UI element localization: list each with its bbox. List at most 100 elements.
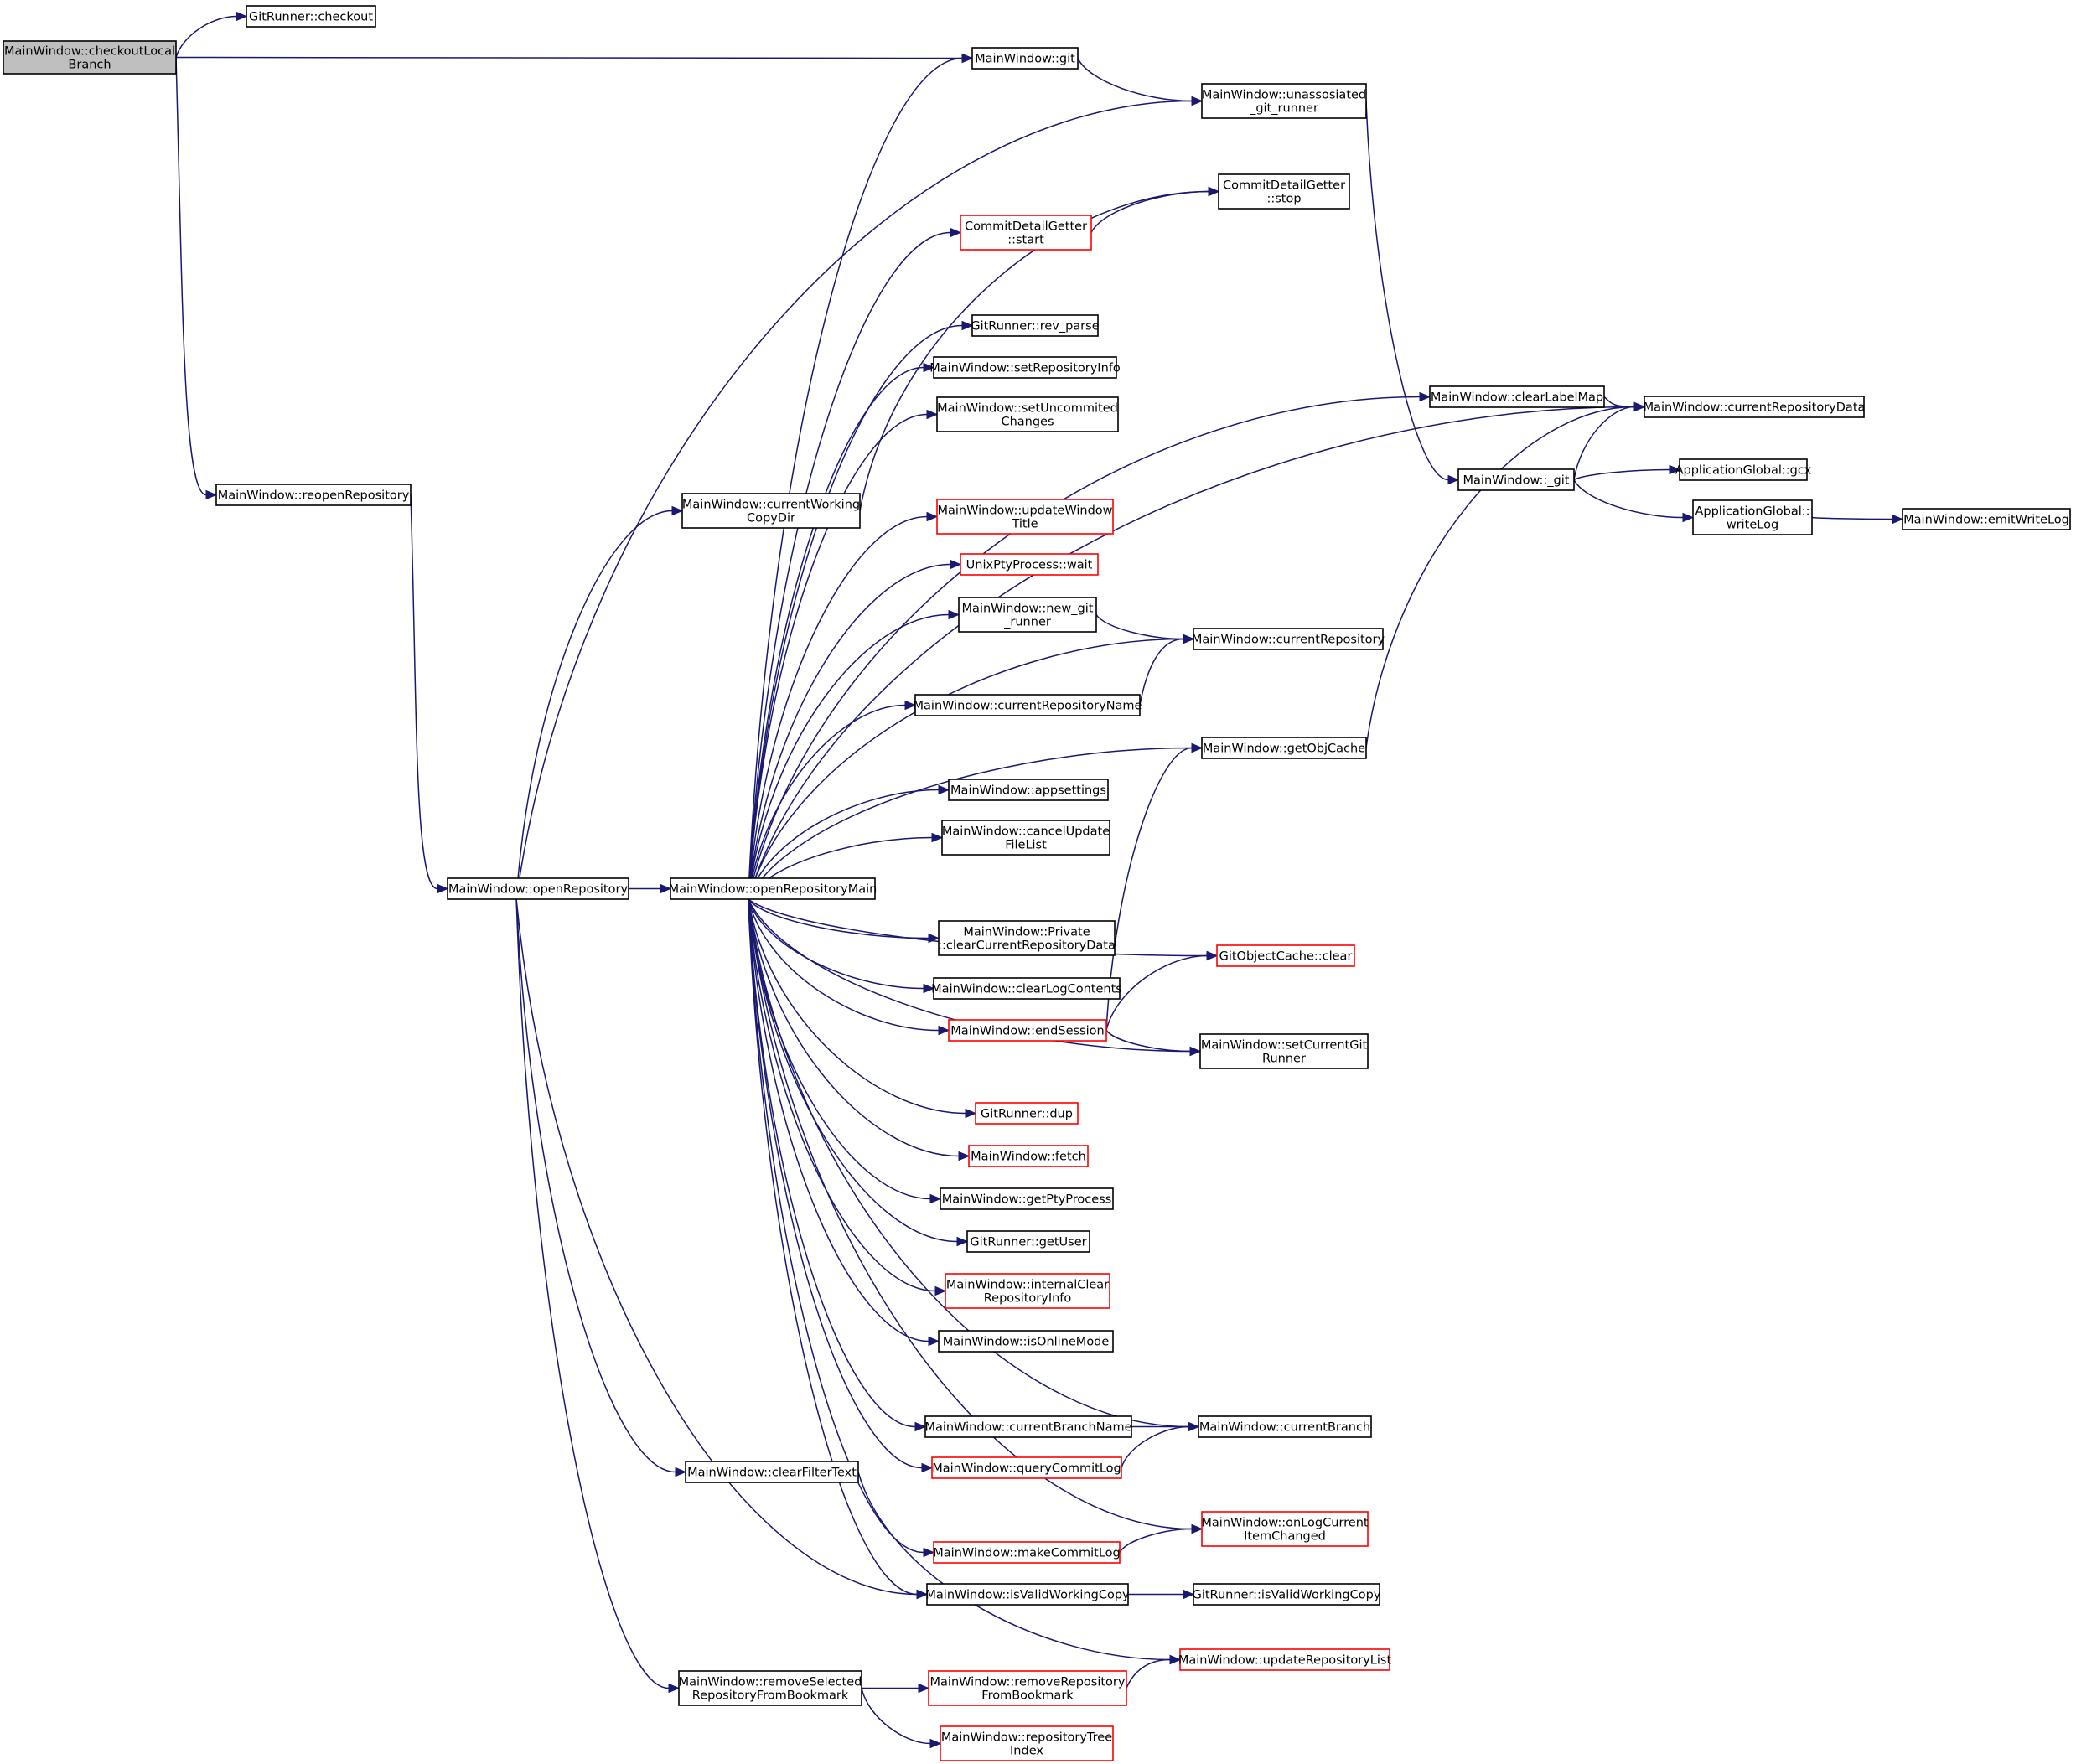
node-label: MainWindow::endSession [950, 1025, 1104, 1038]
node-box [924, 1415, 1132, 1438]
node-box [958, 597, 1097, 633]
node-cdg_start[interactable]: CommitDetailGetter::start [960, 215, 1092, 251]
node-new_git_runner[interactable]: MainWindow::new_git_runner [958, 597, 1097, 633]
node-box [933, 1541, 1121, 1564]
node-isValidWorkingCopy[interactable]: MainWindow::isValidWorkingCopy [925, 1583, 1130, 1606]
node-getPtyProcess[interactable]: MainWindow::getPtyProcess [940, 1187, 1114, 1210]
node-unix_wait[interactable]: UnixPtyProcess::wait [960, 553, 1099, 576]
node-queryCommitLog[interactable]: MainWindow::queryCommitLog [931, 1456, 1122, 1479]
node-label: MainWindow::emitWriteLog [1903, 514, 2069, 527]
node-label: UnixPtyProcess::wait [966, 559, 1093, 572]
node-box [971, 314, 1099, 337]
node-label: MainWindow::appsettings [950, 784, 1106, 798]
node-rev_parse[interactable]: GitRunner::rev_parse [971, 314, 1100, 337]
node-unassosiated[interactable]: MainWindow::unassosiated_git_runner [1201, 83, 1367, 119]
node-box [931, 1456, 1122, 1479]
node-currentRepositoryData[interactable]: MainWindow::currentRepositoryData [1644, 396, 1866, 418]
node-privateClear[interactable]: MainWindow::Private::clearCurrentReposit… [938, 920, 1116, 956]
node-label: MainWindow::queryCommitLog [932, 1462, 1121, 1476]
node-box [1201, 737, 1367, 759]
node-label: ::clearCurrentRepositoryData [938, 939, 1116, 953]
node-gr_isValidWorkingCopy[interactable]: GitRunner::isValidWorkingCopy [1193, 1583, 1381, 1606]
node-label: MainWindow::currentRepositoryData [1644, 401, 1866, 415]
node-dup[interactable]: GitRunner::dup [975, 1102, 1079, 1125]
node-clearLabelMap[interactable]: MainWindow::clearLabelMap [1429, 385, 1605, 408]
edge-reopenRepository-to-openRepository [410, 494, 449, 894]
edge-openRepositoryMain-to-internalClear [747, 898, 947, 1296]
edge-currentRepositoryName-to-currentRepository [1139, 634, 1195, 706]
node-box [968, 1145, 1089, 1167]
node-label: MainWindow::currentBranchName [925, 1421, 1132, 1435]
edge-removeSelected-to-repositoryTreeIndex [861, 1688, 942, 1749]
node-box [1218, 173, 1350, 210]
node-gcx[interactable]: ApplicationGlobal::gcx [1675, 458, 1812, 481]
node-label: CommitDetailGetter [1223, 179, 1345, 193]
node-box [938, 920, 1116, 956]
node-fetch[interactable]: MainWindow::fetch [968, 1145, 1089, 1167]
edge-openRepository-to-openRepositoryMain [628, 883, 672, 894]
edge-openRepositoryMain-to-currentRepository [747, 634, 1195, 900]
node-label: GitRunner::checkout [249, 11, 373, 24]
node-label: MainWindow::git [975, 53, 1075, 66]
node-endSession[interactable]: MainWindow::endSession [948, 1019, 1107, 1042]
node-label: MainWindow::internalClear [946, 1279, 1109, 1292]
node-label: ::stop [1266, 193, 1301, 206]
node-getObjCache[interactable]: MainWindow::getObjCache [1201, 737, 1367, 759]
node-label: ::start [1007, 234, 1044, 247]
node-label: MainWindow::cancelUpdate [942, 825, 1110, 839]
node-isOnlineMode[interactable]: MainWindow::isOnlineMode [938, 1330, 1114, 1353]
node-mw_git[interactable]: MainWindow::git [971, 47, 1079, 70]
node-label: MainWindow::Private [963, 926, 1090, 939]
node-box [1201, 1511, 1369, 1547]
node-box [914, 694, 1141, 716]
node-clearFilterText[interactable]: MainWindow::clearFilterText [685, 1461, 859, 1483]
node-currentRepositoryName[interactable]: MainWindow::currentRepositoryName [914, 694, 1142, 716]
node-box [1198, 1415, 1372, 1438]
edge-checkoutLocalBranch-to-reopenRepository [175, 57, 218, 500]
node-label: RepositoryInfo [984, 1292, 1072, 1306]
node-openRepository[interactable]: MainWindow::openRepository [447, 877, 629, 900]
node-setRepositoryInfo[interactable]: MainWindow::setRepositoryInfo [929, 356, 1121, 379]
node-openRepositoryMain[interactable]: MainWindow::openRepositoryMain [669, 877, 878, 900]
node-appsettings[interactable]: MainWindow::appsettings [948, 779, 1109, 801]
node-label: MainWindow::updateWindow [937, 504, 1112, 518]
node-label: ItemChanged [1244, 1530, 1326, 1544]
edge-openRepository-to-removeSelected [515, 898, 681, 1694]
node-updateRepositoryList[interactable]: MainWindow::updateRepositoryList [1178, 1648, 1392, 1671]
node-makeCommitLog[interactable]: MainWindow::makeCommitLog [933, 1541, 1121, 1564]
node-currentRepository[interactable]: MainWindow::currentRepository [1192, 628, 1385, 650]
node-underscore_git[interactable]: MainWindow::_git [1457, 468, 1575, 491]
node-cdg_stop[interactable]: CommitDetailGetter::stop [1218, 173, 1350, 210]
node-box [1179, 1648, 1390, 1671]
node-removeSelected[interactable]: MainWindow::removeSelectedRepositoryFrom… [678, 1670, 862, 1706]
edge-openRepositoryMain-to-setUncommited [747, 409, 939, 900]
node-box [1199, 1033, 1369, 1069]
node-emitWriteLog[interactable]: MainWindow::emitWriteLog [1902, 508, 2071, 530]
node-box [215, 484, 412, 506]
edge-openRepositoryMain-to-currentBranchName [747, 898, 927, 1432]
edge-checkoutLocalBranch-to-gitrunner_checkout [175, 11, 248, 58]
node-gitObjectCacheClear[interactable]: GitObjectCache::clear [1216, 944, 1355, 967]
node-getUser[interactable]: GitRunner::getUser [966, 1230, 1090, 1253]
node-reopenRepository[interactable]: MainWindow::reopenRepository [215, 484, 412, 506]
node-writeLog[interactable]: ApplicationGlobal::writeLog [1692, 499, 1813, 535]
node-box [926, 1583, 1129, 1606]
node-clearLogContents[interactable]: MainWindow::clearLogContents [931, 977, 1122, 1000]
node-gitrunner_checkout[interactable]: GitRunner::checkout [246, 5, 376, 28]
node-currentBranch[interactable]: MainWindow::currentBranch [1198, 1415, 1372, 1438]
node-label: Branch [68, 59, 111, 72]
node-label: MainWindow::removeRepository [930, 1676, 1126, 1689]
node-currentBranchName[interactable]: MainWindow::currentBranchName [924, 1415, 1132, 1438]
node-label: Runner [1262, 1053, 1306, 1066]
node-box [940, 1725, 1114, 1761]
